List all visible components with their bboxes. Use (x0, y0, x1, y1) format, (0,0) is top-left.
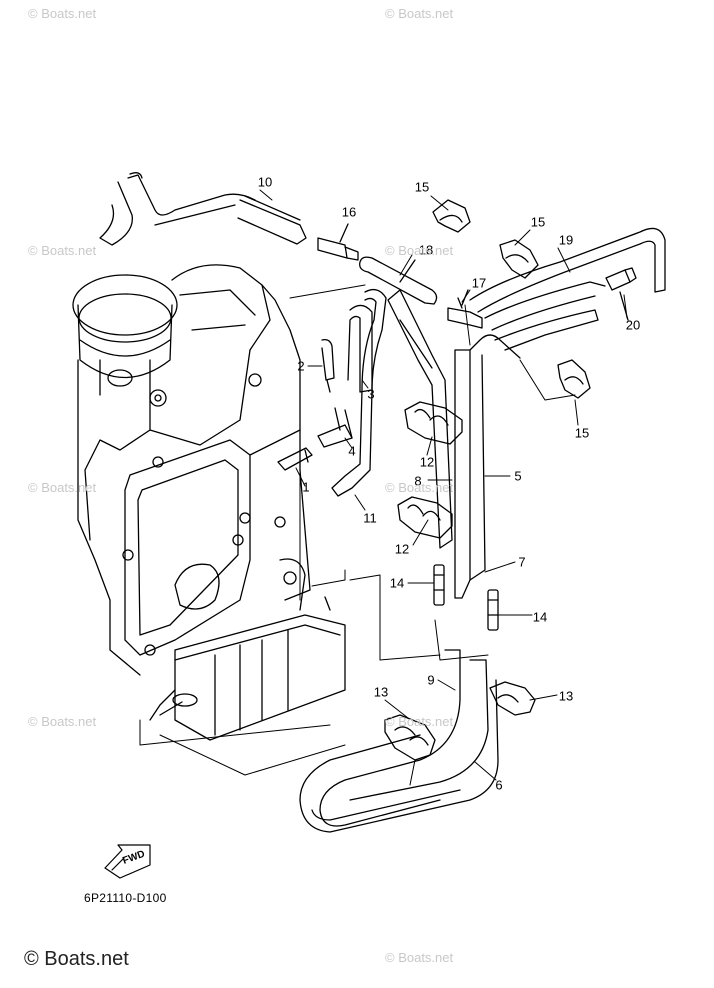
leader-lines (259, 189, 628, 786)
callout-18: 18 (418, 242, 434, 258)
callout-7: 7 (518, 554, 526, 570)
callout-13: 13 (373, 684, 389, 700)
diagram-code: 6P21110-D100 (84, 891, 167, 905)
callout-4: 4 (348, 443, 356, 459)
callout-12: 12 (419, 454, 435, 470)
watermark: © Boats.net (385, 950, 454, 965)
hose-2 (321, 338, 335, 393)
hose-9 (319, 649, 489, 827)
bolt-14a (433, 564, 445, 606)
callout-9: 9 (427, 672, 435, 688)
clamp-15b (499, 239, 539, 279)
clamp-13b (489, 681, 536, 716)
pipe-5 (454, 334, 521, 599)
guide-lines (139, 284, 576, 776)
fitting-20 (605, 267, 637, 321)
callout-14: 14 (532, 609, 548, 625)
pipe-8 (387, 289, 453, 549)
callout-16: 16 (341, 204, 357, 220)
hose-10 (99, 172, 307, 246)
callout-2: 2 (297, 358, 305, 374)
hose-19 (469, 227, 666, 351)
brand-logo[interactable]: © Boats.net (24, 948, 129, 970)
hose-6 (299, 679, 499, 833)
clamp-12b (397, 496, 453, 539)
callout-6: 6 (495, 777, 503, 793)
engine-block (72, 264, 346, 741)
callout-20: 20 (625, 317, 641, 333)
hose-18 (359, 256, 438, 305)
clamp-15c (557, 359, 591, 399)
callout-15: 15 (530, 214, 546, 230)
watermark: © Boats.net (385, 6, 454, 21)
watermark: © Boats.net (28, 480, 97, 495)
watermark: © Boats.net (28, 6, 97, 21)
hose-3 (347, 304, 373, 393)
callout-17: 17 (471, 275, 487, 291)
callout-15: 15 (414, 179, 430, 195)
callout-15: 15 (574, 425, 590, 441)
watermark: © Boats.net (28, 714, 97, 729)
pipe-1 (277, 447, 313, 471)
bolt-14b (487, 589, 499, 631)
callout-19: 19 (558, 232, 574, 248)
watermark: © Boats.net (385, 714, 454, 729)
clamp-12a (404, 401, 463, 445)
fwd-arrow-icon (104, 844, 151, 879)
callout-12: 12 (394, 541, 410, 557)
watermark: © Boats.net (385, 480, 454, 495)
fwd-label: FWD (121, 849, 146, 867)
callout-13: 13 (558, 688, 574, 704)
callout-5: 5 (514, 468, 522, 484)
callout-3: 3 (367, 386, 375, 402)
callout-1: 1 (302, 479, 310, 495)
callout-11: 11 (363, 510, 377, 526)
hose-11 (331, 288, 387, 497)
callout-14: 14 (389, 575, 405, 591)
fitting-4 (317, 407, 353, 448)
watermark: © Boats.net (28, 243, 97, 258)
clamp-15a (432, 199, 471, 233)
callout-8: 8 (414, 473, 422, 489)
callout-10: 10 (257, 174, 273, 190)
watermark: © Boats.net (385, 243, 454, 258)
fitting-16 (317, 223, 359, 261)
